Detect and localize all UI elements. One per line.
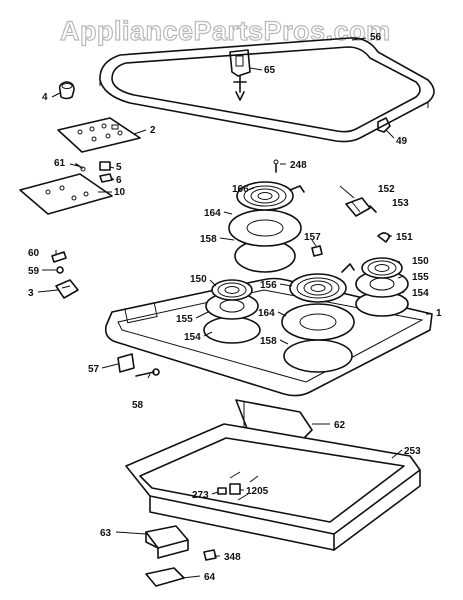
label-150-right: 150 bbox=[412, 256, 429, 267]
part-6-clip bbox=[99, 173, 113, 183]
label-164-front: 164 bbox=[258, 308, 275, 319]
part-157-bracket bbox=[311, 245, 323, 257]
label-6: 6 bbox=[116, 175, 122, 186]
label-152: 152 bbox=[378, 184, 395, 195]
part-253-burner-box bbox=[125, 423, 421, 551]
part-152-terminal-block bbox=[345, 197, 371, 217]
part-10-control-board bbox=[19, 173, 113, 215]
part-61-screw bbox=[75, 163, 86, 172]
label-2: 2 bbox=[150, 125, 156, 136]
label-154-left: 154 bbox=[184, 332, 201, 343]
part-4-knob bbox=[58, 81, 75, 100]
burner-front-left bbox=[203, 279, 261, 344]
part-63-junction-box bbox=[145, 525, 189, 559]
label-273: 273 bbox=[192, 490, 209, 501]
label-158-front: 158 bbox=[260, 336, 277, 347]
burner-rear-right bbox=[355, 257, 409, 317]
part-49-clip bbox=[377, 117, 391, 133]
label-164-rear: 164 bbox=[204, 208, 221, 219]
label-157: 157 bbox=[304, 232, 321, 243]
label-248: 248 bbox=[290, 160, 307, 171]
part-3-switch bbox=[55, 279, 79, 299]
label-5: 5 bbox=[116, 162, 122, 173]
part-59-nut bbox=[56, 266, 64, 274]
label-155-left: 155 bbox=[176, 314, 193, 325]
label-56: 56 bbox=[370, 32, 382, 43]
label-63: 63 bbox=[100, 528, 112, 539]
part-58-screw bbox=[135, 368, 160, 377]
label-10: 10 bbox=[114, 187, 126, 198]
part-labels: 56 65 4 49 2 61 5 6 10 248 152 153 166 1… bbox=[28, 32, 442, 583]
label-65: 65 bbox=[264, 65, 276, 76]
label-59: 59 bbox=[28, 266, 40, 277]
leader-lines bbox=[37, 37, 432, 579]
label-156: 156 bbox=[260, 280, 277, 291]
label-49: 49 bbox=[396, 136, 408, 147]
part-60-clip bbox=[51, 251, 67, 263]
label-154-right: 154 bbox=[412, 288, 429, 299]
label-158-rear: 158 bbox=[200, 234, 217, 245]
label-3: 3 bbox=[28, 288, 34, 299]
part-64-plate bbox=[145, 567, 185, 587]
label-166-rear: 166 bbox=[232, 184, 249, 195]
burner-front-middle bbox=[281, 263, 355, 373]
part-348-clip bbox=[203, 549, 217, 561]
watermark: AppliancePartsPros.com bbox=[60, 16, 391, 46]
label-58: 58 bbox=[132, 400, 144, 411]
label-253: 253 bbox=[404, 446, 421, 457]
label-61: 61 bbox=[54, 158, 66, 169]
label-4: 4 bbox=[42, 92, 48, 103]
label-62: 62 bbox=[334, 420, 346, 431]
part-65-switch bbox=[229, 49, 251, 101]
label-1205: 1205 bbox=[246, 486, 269, 497]
part-57-bracket bbox=[117, 353, 135, 373]
label-64: 64 bbox=[204, 572, 216, 583]
label-155-right: 155 bbox=[412, 272, 429, 283]
part-273-terminal bbox=[217, 487, 227, 495]
label-151: 151 bbox=[396, 232, 413, 243]
part-151-clip bbox=[377, 232, 391, 243]
cooktop-frame-part bbox=[99, 37, 435, 143]
label-57: 57 bbox=[88, 364, 100, 375]
burner-rear-left bbox=[228, 181, 305, 273]
part-2-control-plate bbox=[57, 117, 141, 153]
label-348: 348 bbox=[224, 552, 241, 563]
part-153-screw bbox=[369, 205, 377, 213]
label-1: 1 bbox=[436, 308, 442, 319]
part-248-screw bbox=[273, 159, 279, 173]
part-5-bracket bbox=[99, 161, 111, 171]
label-150-left: 150 bbox=[190, 274, 207, 285]
label-153: 153 bbox=[392, 198, 409, 209]
label-60: 60 bbox=[28, 248, 40, 259]
part-1205-connector bbox=[229, 483, 241, 495]
